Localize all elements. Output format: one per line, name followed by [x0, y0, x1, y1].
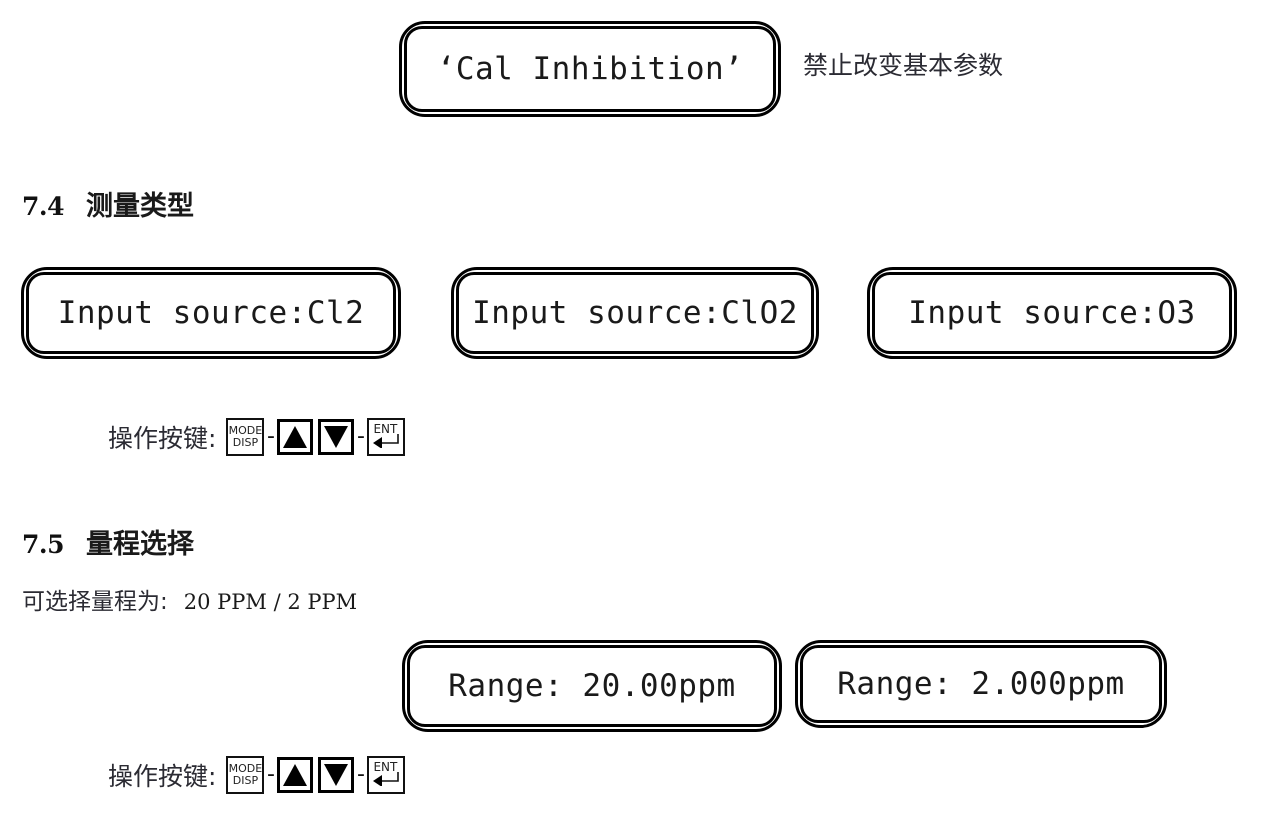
down-arrow-key[interactable]: [318, 757, 355, 793]
triangle-down-icon: [324, 426, 349, 448]
lcd-display-cal-inhibition: ‘Cal Inhibition’: [399, 21, 781, 117]
section-number-7-4: 7.4: [22, 192, 65, 221]
down-arrow-key[interactable]: [318, 419, 355, 455]
enter-return-arrow-icon: [373, 772, 400, 786]
enter-return-arrow-icon: [373, 434, 400, 448]
lcd-display-range-2ppm: Range: 2.000ppm: [795, 640, 1167, 728]
up-arrow-key[interactable]: [277, 757, 314, 793]
lcd-text-input-source-clo2: Input source:ClO2: [472, 294, 798, 331]
lcd-display-input-source-o3: Input source:O3: [867, 267, 1237, 359]
section-heading-7-4: 7.4 测量类型: [22, 184, 194, 223]
lcd-display-input-source-cl2: Input source:Cl2: [21, 267, 401, 359]
section-number-7-5: 7.5: [22, 530, 65, 559]
key-sequence-row-7-4: 操作按键: MODE DISP - - ENT: [108, 418, 406, 456]
key-sequence-row-7-5: 操作按键: MODE DISP - - ENT: [108, 756, 406, 794]
mode-disp-key-line2: DISP: [232, 774, 259, 787]
key-separator-dash: -: [266, 762, 275, 787]
lcd-display-input-source-clo2: Input source:ClO2: [451, 267, 819, 359]
triangle-up-icon: [283, 764, 308, 786]
key-separator-dash: -: [356, 424, 365, 449]
lcd-text-cal-inhibition: ‘Cal Inhibition’: [436, 50, 744, 87]
up-arrow-key[interactable]: [277, 419, 314, 455]
key-separator-dash: -: [356, 762, 365, 787]
enter-key[interactable]: ENT: [367, 756, 406, 794]
mode-disp-key-line2: DISP: [232, 436, 259, 449]
range-description-label: 可选择量程为:: [22, 589, 168, 615]
mode-disp-key-line1: MODE: [228, 762, 263, 776]
key-separator-dash: -: [266, 424, 275, 449]
enter-key-label: ENT: [373, 422, 398, 436]
triangle-down-icon: [324, 764, 349, 786]
cal-inhibition-annotation: 禁止改变基本参数: [803, 51, 1004, 80]
range-description-value: 20 PPM / 2 PPM: [183, 590, 358, 614]
lcd-text-range-2ppm: Range: 2.000ppm: [837, 665, 1125, 702]
mode-disp-key[interactable]: MODE DISP: [226, 756, 265, 794]
section-title-7-4: 测量类型: [86, 191, 194, 222]
lcd-text-input-source-o3: Input source:O3: [908, 294, 1196, 331]
range-description: 可选择量程为: 20 PPM / 2 PPM: [22, 582, 357, 616]
lcd-text-range-20ppm: Range: 20.00ppm: [448, 667, 736, 704]
enter-key[interactable]: ENT: [367, 418, 406, 456]
mode-disp-key[interactable]: MODE DISP: [226, 418, 265, 456]
mode-disp-key-line1: MODE: [228, 424, 263, 438]
lcd-text-input-source-cl2: Input source:Cl2: [57, 294, 365, 331]
section-heading-7-5: 7.5 量程选择: [22, 522, 194, 561]
section-title-7-5: 量程选择: [86, 529, 194, 560]
key-sequence-label-7-5: 操作按键:: [108, 762, 217, 791]
key-sequence-label-7-4: 操作按键:: [108, 424, 217, 453]
enter-key-label: ENT: [373, 760, 398, 774]
triangle-up-icon: [283, 426, 308, 448]
lcd-display-range-20ppm: Range: 20.00ppm: [402, 640, 782, 732]
